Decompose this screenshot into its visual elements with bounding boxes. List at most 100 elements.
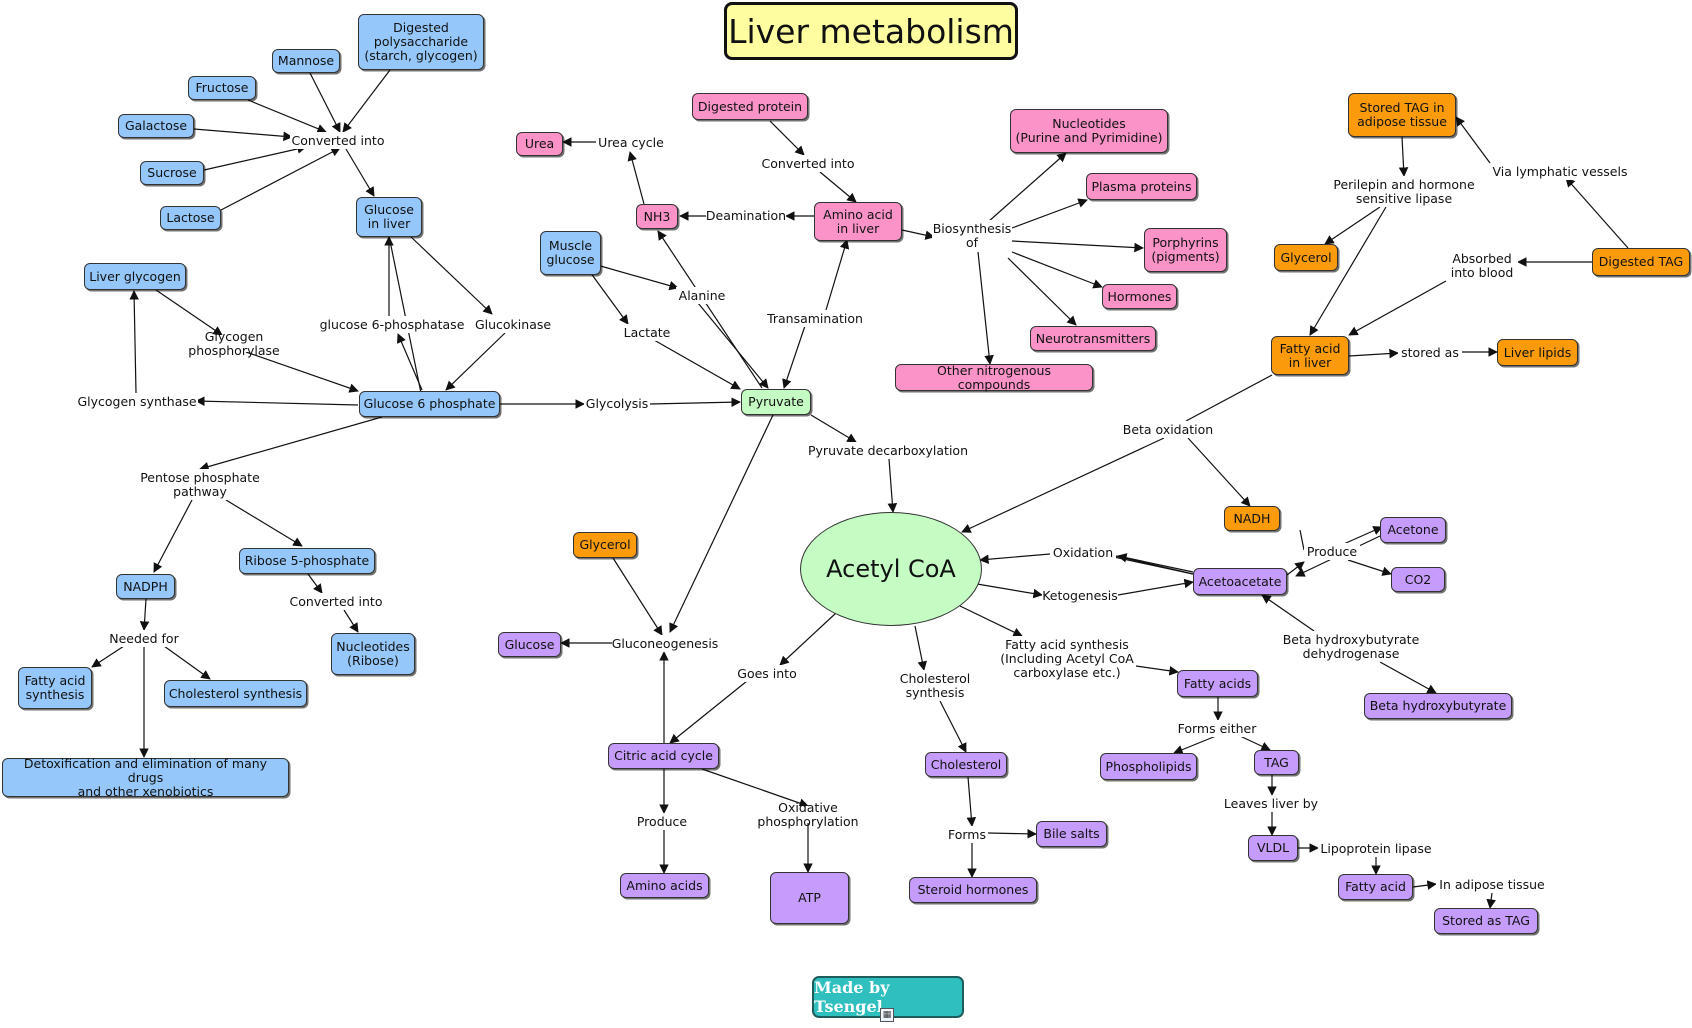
connector-line bbox=[1486, 892, 1496, 909]
concept-cholesterol[interactable]: Cholesterol bbox=[925, 752, 1007, 777]
connector-line bbox=[139, 598, 150, 631]
concept-beta-hydroxybutyrate[interactable]: Beta hydroxybutyrate bbox=[1364, 693, 1512, 719]
connector-line bbox=[589, 271, 629, 325]
concept-atp[interactable]: ATP bbox=[770, 872, 849, 924]
concept-glycerol-orange-right[interactable]: Glycerol bbox=[1274, 244, 1338, 271]
concept-amino-acid-in-liver[interactable]: Amino acid in liver bbox=[814, 202, 902, 241]
concept-vldl[interactable]: VLDL bbox=[1248, 835, 1298, 861]
linking-phrase-perilepin: Perilepin and hormone sensitive lipase bbox=[1330, 176, 1478, 207]
concept-fatty-acid-synthesis-blue[interactable]: Fatty acid synthesis bbox=[18, 667, 92, 709]
concept-sucrose[interactable]: Sucrose bbox=[140, 161, 204, 185]
connector-line bbox=[396, 333, 423, 391]
connector-line bbox=[1412, 880, 1437, 890]
concept-lactose[interactable]: Lactose bbox=[160, 206, 221, 230]
concept-fatty-acid-purple[interactable]: Fatty acid bbox=[1338, 874, 1413, 900]
concept-digested-protein[interactable]: Digested protein bbox=[692, 93, 808, 120]
connector-line bbox=[653, 339, 741, 390]
concept-glycerol-orange-left[interactable]: Glycerol bbox=[573, 532, 637, 558]
connector-line bbox=[887, 458, 898, 513]
connector-line bbox=[1173, 735, 1217, 755]
linking-phrase-oxidation: Oxidation bbox=[1050, 544, 1116, 561]
concept-pyruvate[interactable]: Pyruvate bbox=[741, 389, 811, 415]
concept-acetyl-coa[interactable]: Acetyl CoA bbox=[800, 512, 982, 626]
concept-stored-as-tag[interactable]: Stored as TAG bbox=[1434, 908, 1538, 934]
connector-line bbox=[1011, 240, 1144, 253]
connector-line bbox=[1117, 578, 1194, 596]
connector-line bbox=[247, 99, 327, 134]
concept-ribose-5-phosphate[interactable]: Ribose 5-phosphate bbox=[239, 548, 375, 574]
concept-porphyrins[interactable]: Porphyrins (pigments) bbox=[1144, 228, 1227, 272]
concept-neurotransmitters[interactable]: Neurotransmitters bbox=[1030, 326, 1156, 351]
concept-amino-acids[interactable]: Amino acids bbox=[620, 873, 709, 898]
connector-line bbox=[1398, 136, 1409, 177]
concept-fatty-acids[interactable]: Fatty acids bbox=[1177, 670, 1258, 697]
concept-plasma-proteins[interactable]: Plasma proteins bbox=[1086, 173, 1197, 200]
connector-line bbox=[1261, 594, 1315, 632]
linking-phrase-pentose-phosphate-pathway: Pentose phosphate pathway bbox=[138, 469, 262, 500]
concept-mannose[interactable]: Mannose bbox=[272, 49, 340, 73]
connector-line bbox=[1455, 116, 1491, 164]
linking-phrase-produce-1: Produce bbox=[1304, 543, 1360, 560]
concept-glucose-purple[interactable]: Glucose bbox=[498, 632, 561, 657]
concept-steroid-hormones[interactable]: Steroid hormones bbox=[909, 877, 1037, 903]
concept-citric-acid-cycle[interactable]: Citric acid cycle bbox=[608, 743, 719, 769]
connector-line bbox=[966, 776, 977, 827]
concept-tag[interactable]: TAG bbox=[1254, 750, 1299, 775]
linking-phrase-in-adipose-tissue: In adipose tissue bbox=[1436, 876, 1548, 893]
concept-glucose-in-liver[interactable]: Glucose in liver bbox=[356, 197, 422, 237]
linking-phrase-goes-into: Goes into bbox=[736, 665, 798, 682]
linking-phrase-converted-into-2: Converted into bbox=[288, 593, 384, 610]
concept-other-nitrogenous[interactable]: Other nitrogenous compounds bbox=[895, 363, 1093, 391]
concept-cholesterol-synthesis-blue[interactable]: Cholesterol synthesis bbox=[164, 680, 307, 707]
concept-hormones[interactable]: Hormones bbox=[1102, 284, 1177, 309]
concept-nadh[interactable]: NADH bbox=[1224, 506, 1280, 531]
concept-fructose[interactable]: Fructose bbox=[188, 76, 256, 100]
linking-phrase-converted-into-3: Converted into bbox=[760, 155, 856, 172]
concept-urea[interactable]: Urea bbox=[516, 132, 563, 156]
concept-liver-lipids[interactable]: Liver lipids bbox=[1497, 339, 1578, 366]
concept-nucleotides-purine[interactable]: Nucleotides (Purine and Pyrimidine) bbox=[1010, 109, 1168, 153]
concept-detoxification[interactable]: Detoxification and elimination of many d… bbox=[2, 756, 289, 798]
concept-digested-tag[interactable]: Digested TAG bbox=[1592, 248, 1690, 276]
connector-line bbox=[193, 128, 293, 142]
concept-nucleotides-ribose[interactable]: Nucleotides (Ribose) bbox=[331, 633, 415, 675]
connector-line bbox=[959, 605, 1023, 637]
connector-line bbox=[669, 680, 748, 744]
concept-co2[interactable]: CO2 bbox=[1391, 567, 1445, 592]
linking-phrase-glycogen-synthase: Glycogen synthase bbox=[76, 393, 198, 410]
linking-phrase-oxidative-phosphorylation: Oxidative phosphorylation bbox=[726, 800, 890, 828]
connector-line bbox=[1309, 206, 1387, 336]
connector-line bbox=[153, 499, 193, 573]
connector-line bbox=[701, 768, 809, 808]
connector-line bbox=[445, 332, 506, 391]
concept-nh3[interactable]: NH3 bbox=[636, 204, 678, 229]
map-icon: ▦ bbox=[880, 1008, 894, 1022]
connector-line bbox=[1011, 251, 1103, 289]
linking-phrase-transamination: Transamination bbox=[764, 310, 866, 327]
linking-phrase-lactate: Lactate bbox=[620, 324, 674, 341]
linking-phrase-gluconeogenesis: Gluconeogenesis bbox=[611, 635, 719, 652]
connector-line bbox=[612, 557, 663, 636]
concept-glucose-6-phosphate[interactable]: Glucose 6 phosphate bbox=[359, 391, 500, 417]
concept-digested-polysaccharide[interactable]: Digested polysaccharide (starch, glycoge… bbox=[358, 14, 484, 70]
connector-line bbox=[129, 290, 139, 394]
linking-phrase-alanine: Alanine bbox=[676, 287, 728, 304]
linking-phrase-pyruvate-decarboxylation: Pyruvate decarboxylation bbox=[806, 442, 970, 459]
concept-acetone[interactable]: Acetone bbox=[1380, 517, 1446, 543]
concept-acetoacetate[interactable]: Acetoacetate bbox=[1193, 568, 1287, 595]
connector-line bbox=[1348, 280, 1447, 336]
connector-line bbox=[203, 144, 307, 171]
connector-line bbox=[220, 147, 341, 211]
concept-bile-salts[interactable]: Bile salts bbox=[1036, 821, 1107, 847]
concept-fatty-acid-in-liver[interactable]: Fatty acid in liver bbox=[1271, 336, 1349, 375]
linking-phrase-beta-hb-dehydrogenase: Beta hydroxybutyrate dehydrogenase bbox=[1278, 631, 1424, 662]
concept-phospholipids[interactable]: Phospholipids bbox=[1100, 753, 1197, 780]
concept-muscle-glucose[interactable]: Muscle glucose bbox=[540, 231, 601, 275]
concept-galactose[interactable]: Galactose bbox=[118, 114, 194, 138]
concept-nadph[interactable]: NADPH bbox=[116, 574, 175, 599]
connector-line bbox=[657, 230, 763, 389]
linking-phrase-glycolysis: Glycolysis bbox=[584, 395, 650, 412]
concept-liver-glycogen[interactable]: Liver glycogen bbox=[84, 263, 186, 290]
concept-stored-tag-adipose[interactable]: Stored TAG in adipose tissue bbox=[1348, 93, 1456, 137]
